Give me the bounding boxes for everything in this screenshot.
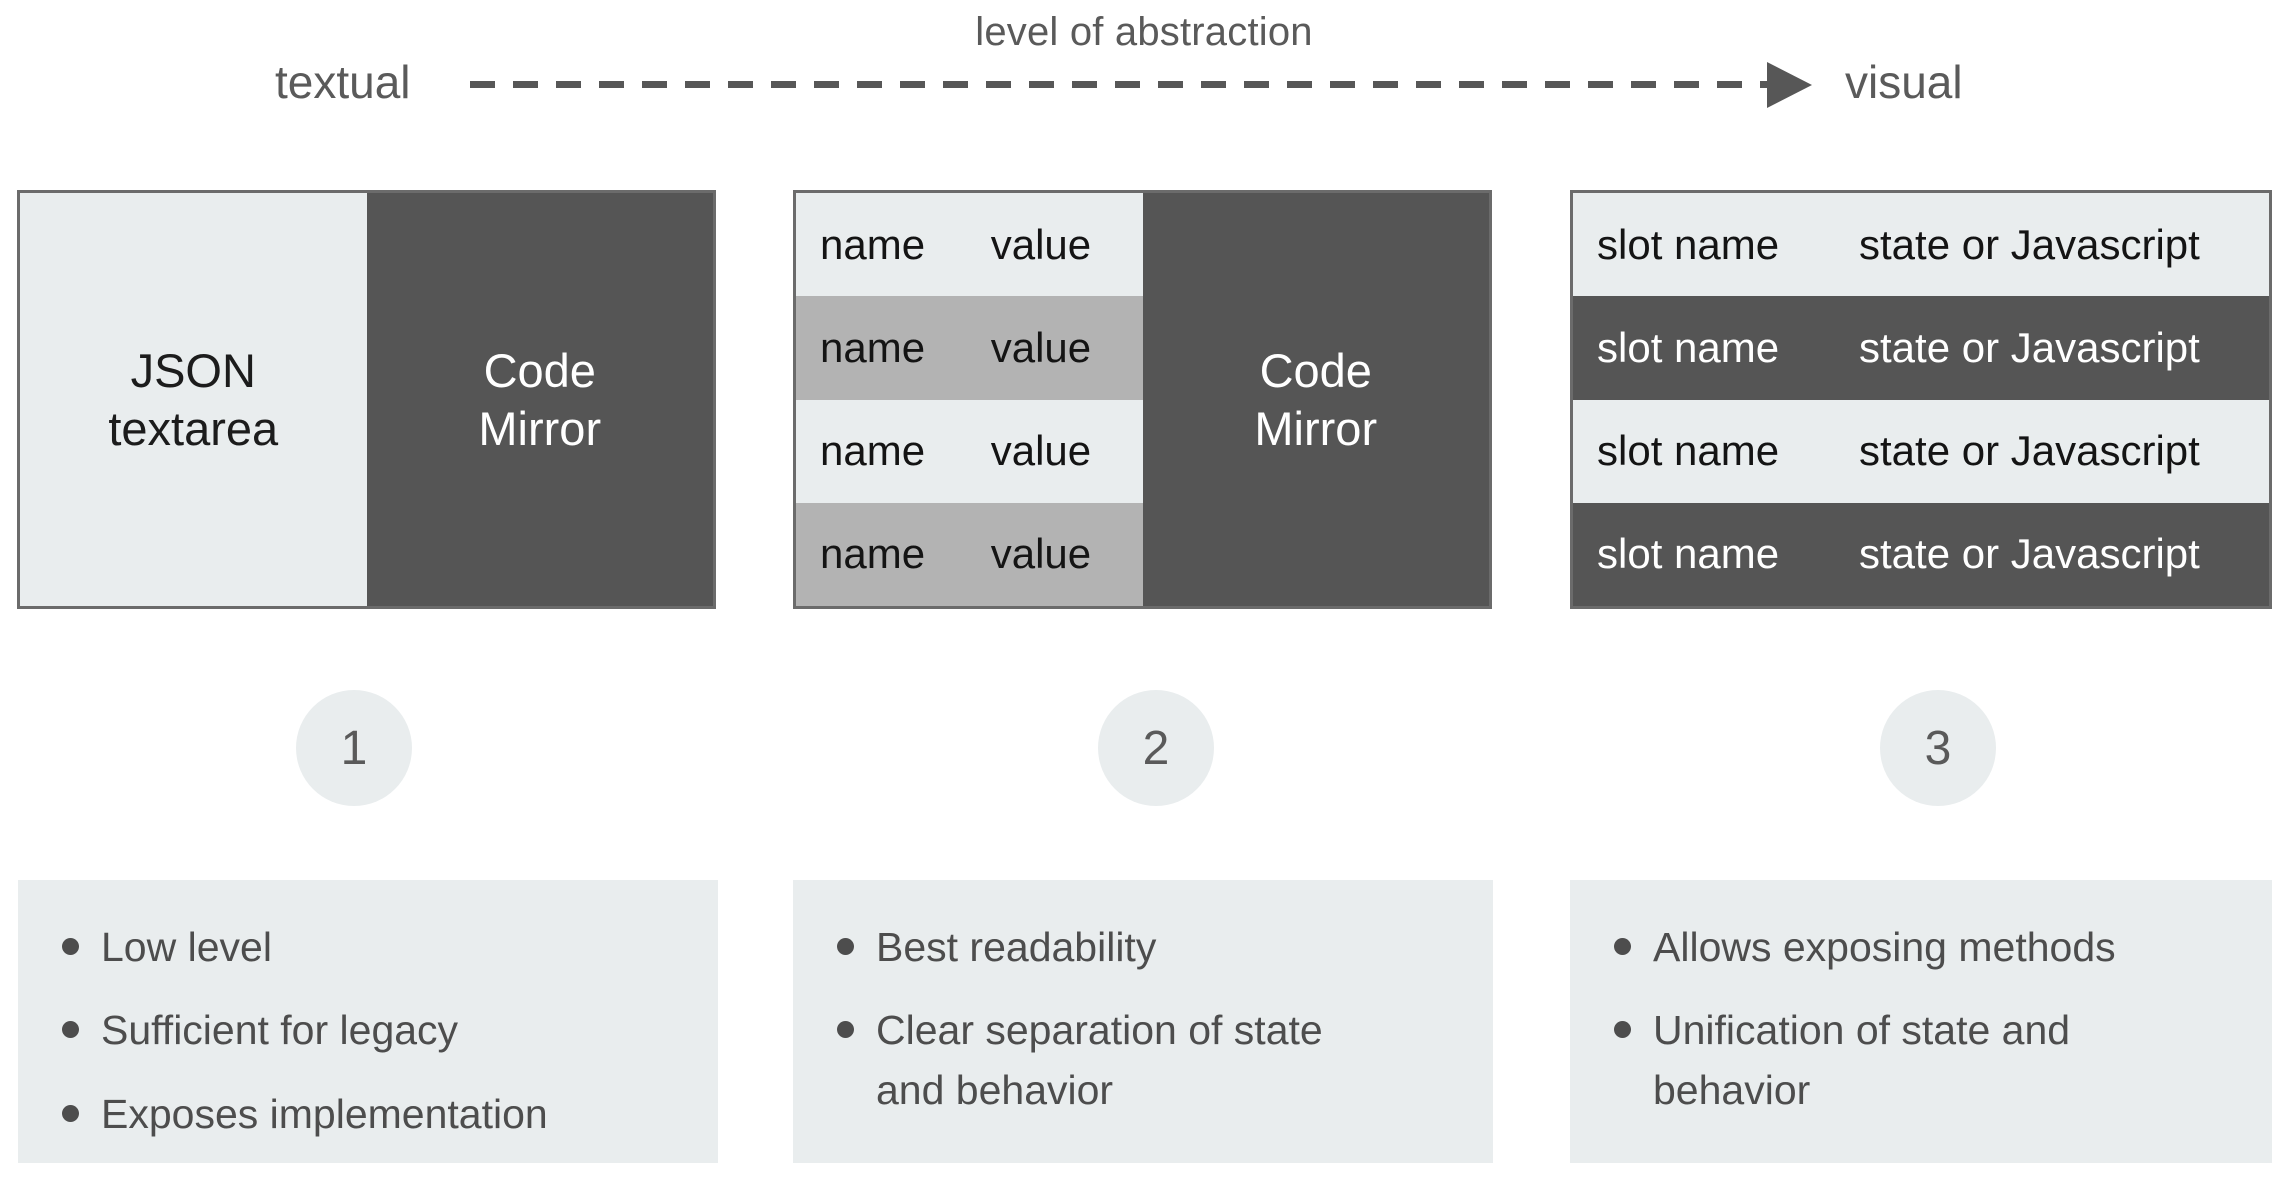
row-name-cell: name bbox=[820, 530, 926, 578]
benefits-box-2: Best readability Clear separation of sta… bbox=[793, 880, 1493, 1163]
bullet-icon bbox=[62, 938, 79, 955]
list-item: Exposes implementation bbox=[62, 1085, 688, 1144]
row-name-cell: name bbox=[820, 323, 926, 371]
step-badge-2: 2 bbox=[1098, 690, 1214, 806]
panel-2-code-block: Code Mirror bbox=[1142, 193, 1489, 606]
row-slot-name-cell: slot name bbox=[1597, 530, 1780, 578]
panel-2-rows: name value name value name value name va… bbox=[796, 193, 1143, 606]
list-item: Sufficient for legacy bbox=[62, 1001, 688, 1060]
bullet-icon bbox=[62, 1021, 79, 1039]
panel-3-rows: slot name state or Javascript slot name … bbox=[1573, 193, 2269, 606]
benefit-label: Unification of state and behavior bbox=[1653, 1007, 2071, 1113]
table-row: name value bbox=[796, 502, 1143, 606]
list-item: Best readability bbox=[837, 918, 1463, 977]
step-badge-3: 3 bbox=[1880, 690, 1996, 806]
axis-label-textual: textual bbox=[275, 56, 411, 108]
step-badges: 1 2 3 bbox=[0, 690, 2288, 820]
benefit-label: Clear separation of state and behavior bbox=[876, 1007, 1323, 1113]
panel-1-left-line1: JSON bbox=[130, 344, 256, 398]
row-value-cell: value bbox=[990, 530, 1092, 578]
axis-dashed-line-icon bbox=[470, 81, 1785, 88]
table-row: slot name state or Javascript bbox=[1573, 296, 2269, 400]
panel-1-right-half: Code Mirror bbox=[366, 193, 713, 606]
row-value-cell: value bbox=[990, 427, 1092, 475]
bullet-icon bbox=[837, 938, 854, 955]
row-name-cell: name bbox=[820, 220, 926, 268]
benefit-label: Allows exposing methods bbox=[1653, 924, 2116, 970]
benefit-label: Exposes implementation bbox=[101, 1090, 548, 1137]
row-slot-value-cell: state or Javascript bbox=[1859, 220, 2200, 268]
panel-1-left-half: JSON textarea bbox=[20, 193, 367, 606]
row-slot-value-cell: state or Javascript bbox=[1859, 427, 2200, 475]
row-slot-name-cell: slot name bbox=[1597, 220, 1780, 268]
list-item: Unification of state and behavior bbox=[1614, 1001, 2242, 1120]
panel-slot-state-javascript: slot name state or Javascript slot name … bbox=[1570, 190, 2272, 609]
panel-json-textarea-codemirror: JSON textarea Code Mirror bbox=[17, 190, 716, 609]
panel-2-code-line2: Mirror bbox=[1254, 401, 1378, 455]
benefits-box-1: Low level Sufficient for legacy Exposes … bbox=[18, 880, 718, 1163]
row-value-cell: value bbox=[990, 220, 1092, 268]
list-item: Low level bbox=[62, 918, 688, 977]
table-row: slot name state or Javascript bbox=[1573, 502, 2269, 606]
panel-1-right-line1: Code bbox=[483, 344, 596, 398]
table-row: name value bbox=[796, 399, 1143, 503]
row-value-cell: value bbox=[990, 323, 1092, 371]
panel-2-code-line1: Code bbox=[1259, 344, 1372, 398]
panels-row: JSON textarea Code Mirror name value nam… bbox=[0, 190, 2288, 615]
row-slot-value-cell: state or Javascript bbox=[1859, 323, 2200, 371]
benefit-label: Best readability bbox=[876, 924, 1157, 970]
benefit-label: Low level bbox=[101, 924, 272, 970]
abstraction-axis: level of abstraction textual visual bbox=[0, 0, 2288, 160]
panel-1-left-line2: textarea bbox=[108, 401, 279, 455]
benefits-box-3: Allows exposing methods Unification of s… bbox=[1570, 880, 2272, 1163]
step-badge-1: 1 bbox=[296, 690, 412, 806]
bullet-icon bbox=[1614, 938, 1631, 955]
row-slot-value-cell: state or Javascript bbox=[1859, 530, 2200, 578]
bullet-icon bbox=[62, 1104, 79, 1122]
benefit-label: Sufficient for legacy bbox=[101, 1007, 459, 1054]
bullet-icon bbox=[837, 1021, 854, 1039]
benefits-row: Low level Sufficient for legacy Exposes … bbox=[0, 880, 2288, 1165]
axis-arrowhead-icon bbox=[1767, 62, 1812, 108]
row-name-cell: name bbox=[820, 427, 926, 475]
panel-1-right-line2: Mirror bbox=[478, 401, 602, 455]
panel-name-value-codemirror: name value name value name value name va… bbox=[793, 190, 1492, 609]
table-row: name value bbox=[796, 296, 1143, 400]
list-item: Clear separation of state and behavior bbox=[837, 1001, 1463, 1120]
table-row: slot name state or Javascript bbox=[1573, 193, 2269, 297]
table-row: name value bbox=[796, 193, 1143, 297]
bullet-icon bbox=[1614, 1021, 1631, 1039]
list-item: Allows exposing methods bbox=[1614, 918, 2242, 977]
axis-caption: level of abstraction bbox=[975, 10, 1313, 54]
row-slot-name-cell: slot name bbox=[1597, 427, 1780, 475]
row-slot-name-cell: slot name bbox=[1597, 323, 1780, 371]
axis-label-visual: visual bbox=[1845, 56, 1963, 108]
table-row: slot name state or Javascript bbox=[1573, 399, 2269, 503]
